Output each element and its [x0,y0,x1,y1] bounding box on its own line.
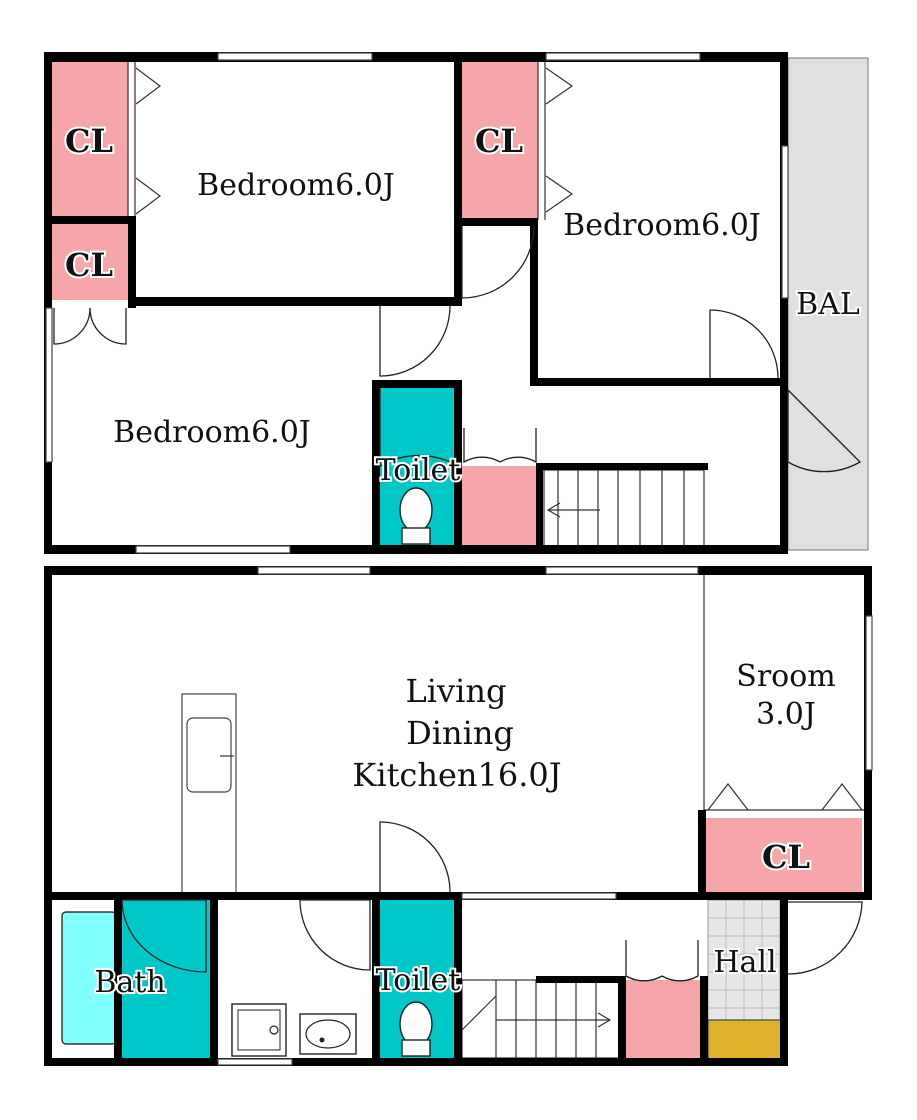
window-icon [45,307,53,463]
toilet-label: Toilet [376,453,461,488]
ldk-label-line3: Kitchen16.0J [352,756,561,794]
balcony-label: BAL [796,287,860,322]
bath-label: Bath [94,965,165,1000]
window-icon [257,566,371,575]
door-swing-icon [121,821,863,982]
closet-label: CL [475,122,523,160]
storage-fill [462,466,536,548]
closet-fill-1 [50,58,128,218]
window-icon [781,145,789,299]
bath-fill [122,898,210,1058]
toilet-fixture-icon [399,1001,433,1057]
closet-label: CL [762,838,810,876]
window-icon [135,545,291,554]
toilet-label: Toilet [376,963,461,998]
second-floor: Bedroom6.0J Bedroom6.0J Bedroom6.0J CL C… [44,52,869,554]
ldk-label-line2: Dining [406,714,514,752]
window-icon [217,52,373,61]
stairs-icon [461,979,623,1059]
first-floor: Living Dining Kitchen16.0J Sroom 3.0J CL… [44,566,873,1066]
sroom-label-line1: Sroom [736,659,835,694]
storage-fill [626,980,704,1058]
bedroom-w-label: Bedroom6.0J [113,415,311,450]
closet-fill-3 [460,58,538,220]
sink-icon [299,1013,357,1055]
bedroom-nw-label: Bedroom6.0J [197,168,395,203]
closet-label: CL [65,122,113,160]
entrance-step [707,1019,783,1061]
bedroom-ne-label: Bedroom6.0J [563,208,761,243]
closet-fill-2 [50,224,128,300]
door-swing-icon [53,225,862,473]
closet-fill [706,818,862,892]
closet-label: CL [65,246,113,284]
window-icon [865,615,873,771]
hall-label: Hall [713,945,776,980]
window-icon [217,1058,293,1066]
ldk-label-line1: Living [406,672,507,710]
kitchen-counter [181,693,237,895]
window-icon [545,52,701,61]
washer-icon [231,1003,287,1057]
window-icon [545,566,699,575]
toilet-fixture-icon [399,487,433,545]
stairs-icon [543,469,705,549]
window-icon [461,892,617,900]
sroom-label-line2: 3.0J [756,697,816,732]
entrance-tile [707,899,781,1021]
